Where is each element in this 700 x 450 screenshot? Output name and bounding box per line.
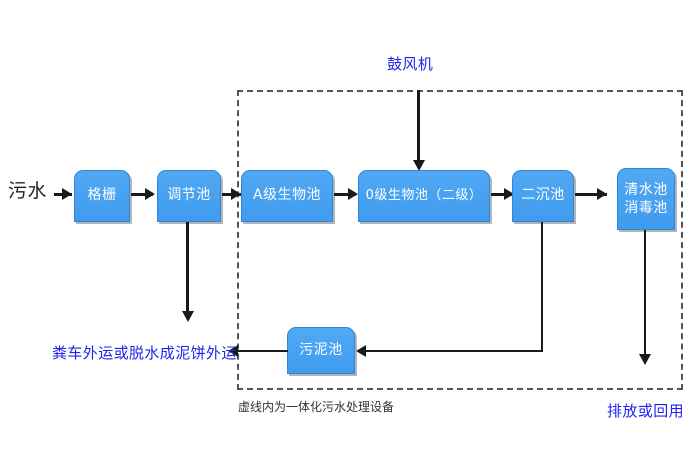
inlet-to-grille-arrowhead xyxy=(62,188,72,200)
blower-to-o-stage-line xyxy=(417,90,420,164)
dashed-box-footnote: 虚线内为一体化污水处理设备 xyxy=(238,400,395,414)
blower-to-o-stage-arrowhead xyxy=(413,160,425,171)
clearwater-to-effluent-arrowhead xyxy=(639,354,651,365)
secondary-to-sludge-vertical-line xyxy=(541,222,543,352)
grille-to-equalization-line xyxy=(131,193,153,196)
blower-label: 鼓风机 xyxy=(387,55,434,73)
sludge-to-haul-line xyxy=(238,350,288,352)
secondary-to-clearwater-line xyxy=(575,193,607,196)
node-equalization-tank[interactable]: 调节池 xyxy=(157,170,221,222)
secondary-to-clearwater-arrowhead xyxy=(597,188,607,200)
node-clearwater-disinfection-tank[interactable]: 清水池 消毒池 xyxy=(617,168,675,230)
node-grille[interactable]: 格栅 xyxy=(74,170,130,222)
o-stage-to-secondary-arrowhead xyxy=(504,188,514,200)
effluent-label: 排放或回用 xyxy=(607,402,685,420)
equalization-to-sludge-haul-line xyxy=(186,222,189,314)
node-a-stage-bioreactor[interactable]: A级生物池 xyxy=(241,170,333,222)
integrated-equipment-dashed-boundary xyxy=(237,90,683,390)
node-equalization-tank-label: 调节池 xyxy=(167,187,211,204)
node-sludge-tank[interactable]: 污泥池 xyxy=(287,327,355,374)
a-stage-to-o-stage-arrowhead xyxy=(348,188,358,200)
node-secondary-clarifier[interactable]: 二沉池 xyxy=(512,170,574,222)
equalization-to-sludge-haul-arrowhead xyxy=(182,311,194,322)
node-sludge-tank-label: 污泥池 xyxy=(299,341,343,358)
clearwater-to-effluent-line xyxy=(644,230,646,358)
sludge-to-haul-arrowhead xyxy=(228,345,238,357)
inlet-label: 污水 xyxy=(8,180,48,202)
node-a-stage-bioreactor-label: A级生物池 xyxy=(252,187,322,204)
node-secondary-clarifier-label: 二沉池 xyxy=(521,187,565,204)
secondary-to-sludge-horizontal-line xyxy=(366,350,543,352)
node-clearwater-disinfection-tank-label: 清水池 消毒池 xyxy=(624,181,668,216)
secondary-to-sludge-arrowhead xyxy=(356,345,366,357)
node-o-stage-bioreactor-label: 0级生物池（二级） xyxy=(365,188,483,204)
a-stage-to-o-stage-line xyxy=(334,193,356,196)
equalization-to-a-stage-arrowhead xyxy=(231,188,241,200)
sludge-haul-label: 粪车外运或脱水成泥饼外运 xyxy=(52,344,237,362)
node-o-stage-bioreactor[interactable]: 0级生物池（二级） xyxy=(358,170,490,222)
grille-to-equalization-arrowhead xyxy=(145,188,155,200)
node-grille-label: 格栅 xyxy=(87,187,117,204)
o-stage-to-secondary-line xyxy=(491,193,512,196)
